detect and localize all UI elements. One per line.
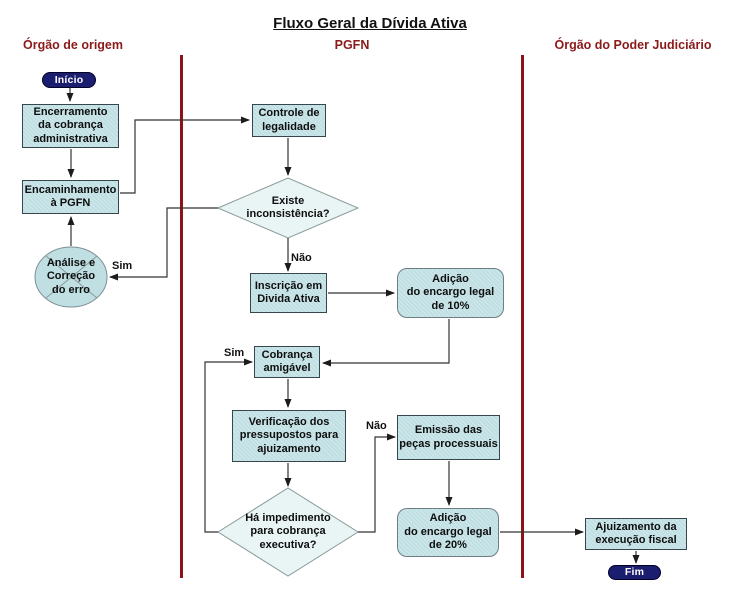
circle-cross-line-2 (45, 255, 98, 299)
edge-label-impedimento-sim: Sim (224, 347, 245, 359)
connector-impedimento-sim-cobranca (204, 358, 253, 533)
process-controle-legalidade: Controle de legalidade (252, 104, 326, 137)
lane-divider-1 (180, 55, 183, 578)
analise-circle-label: Análise e Correção do erro (46, 256, 96, 296)
process-cobranca-amigavel: Cobrança amigável (254, 346, 320, 378)
decision-existe-inconsistencia-shape (216, 177, 360, 239)
lane-header-judiciario: Órgão do Poder Judiciário (554, 38, 712, 52)
process-inscricao-divida-ativa: Inscrição em Divida Ativa (250, 273, 327, 313)
lane-header-pgfn: PGFN (334, 38, 370, 52)
decision-ha-impedimento-label: Há impedimento para cobrança executiva? (245, 511, 331, 551)
process-adicao-encargo-20: Adição do encargo legal de 20% (397, 508, 499, 557)
connector-adicao10-cobranca (322, 319, 450, 367)
lane-divider-2 (521, 55, 524, 578)
connector-existe-sim-analise (109, 207, 218, 281)
connector-encaminhamento-controle (120, 116, 250, 194)
process-encaminhamento-pgfn: Encaminhamento à PGFN (22, 180, 119, 214)
edge-label-existe-sim: Sim (112, 260, 133, 272)
process-encerramento-cobranca: Encerramento da cobrança administrativa (22, 104, 119, 148)
process-ajuizamento-execucao: Ajuizamento da execução fiscal (585, 518, 687, 550)
edge-label-existe-nao: Não (291, 252, 312, 264)
terminator-fim: Fim (608, 565, 661, 580)
connector-impedimento-nao-emissao (358, 433, 396, 533)
diagram-title: Fluxo Geral da Dívida Ativa (273, 15, 467, 32)
decision-existe-inconsistencia-label: Existe inconsistência? (246, 194, 330, 220)
edge-label-impedimento-nao: Não (366, 420, 387, 432)
process-verificacao-pressupostos: Verificação dos pressupostos para ajuiza… (232, 410, 346, 462)
process-emissao-pecas: Emissão das peças processuais (397, 415, 500, 460)
terminator-inicio: Início (42, 72, 96, 88)
lane-header-origem: Órgão de origem (22, 38, 124, 52)
process-adicao-encargo-10: Adição do encargo legal de 10% (397, 268, 504, 318)
